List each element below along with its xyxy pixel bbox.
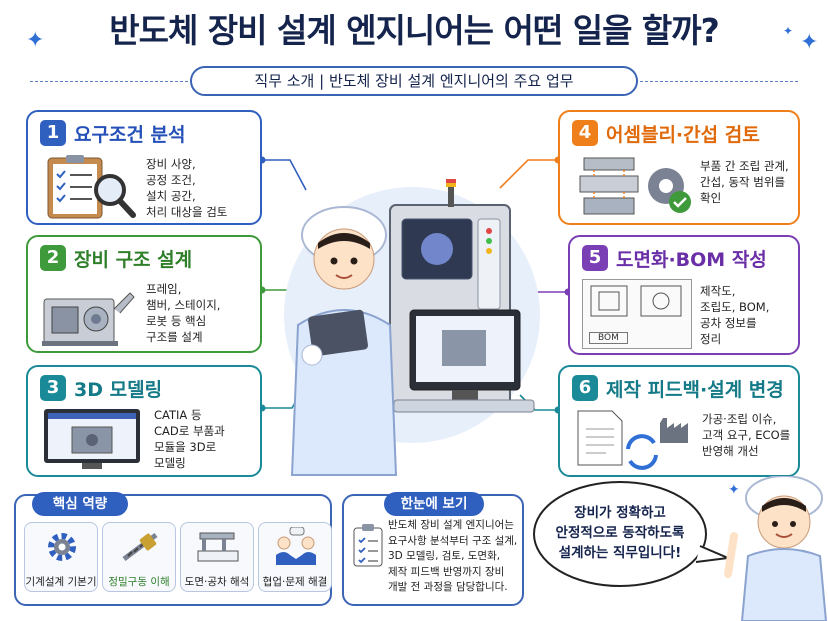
competency-item: 정밀구동 이해 <box>102 522 176 592</box>
gear-icon <box>48 533 76 561</box>
task-description: 가공·조립 이슈, 고객 요구, ECO를 반영해 개선 <box>702 412 791 458</box>
exploded-assembly-gear-check-icon <box>579 157 691 215</box>
task-description: 부품 간 조립 관계, 간섭, 동작 범위를 확인 <box>700 159 789 205</box>
task-description: 제작도, 조립도, BOM, 공차 정보를 정리 <box>700 284 770 346</box>
task-title: 장비 구조 설계 <box>74 248 193 271</box>
task-card-drawing-bom: 5 도면화·BOM 작성 BOM 제작도, 조립도, BOM, 공차 정보를 정… <box>568 235 800 355</box>
sparkle-icon: ✦ <box>783 24 794 38</box>
task-heading: 4 어셈블리·간섭 검토 <box>572 118 760 148</box>
at-a-glance-text: 반도체 장비 설계 엔지니어는 요구사항 분석부터 구조 설계, 3D 모델링,… <box>388 519 518 593</box>
competency-label: 도면·공차 해석 <box>184 576 250 588</box>
task-title: 요구조건 분석 <box>74 123 186 146</box>
at-a-glance-box: 한눈에 보기 반도체 장비 설계 엔지니어는 요구사항 분석부터 구조 설계, … <box>342 492 524 606</box>
task-description: 장비 사양, 공정 조건, 설치 공간, 처리 대상을 검토 <box>146 157 228 219</box>
ball-screw-icon <box>122 533 158 561</box>
task-number-badge: 6 <box>572 375 598 401</box>
task-card-3d-modeling: 3 3D 모델링 CATIA 등 CAD로 부품과 모듈을 3D로 모델링 <box>26 365 262 477</box>
competency-item: 협업·문제 해결 <box>258 522 332 592</box>
task-title: 도면화·BOM 작성 <box>616 248 767 271</box>
caliper-icon <box>197 532 239 562</box>
task-heading: 6 제작 피드백·설계 변경 <box>572 373 784 403</box>
task-card-structure-design: 2 장비 구조 설계 프레임, 챔버, 스테이지, 로봇 등 핵심 구조를 설계 <box>26 235 262 353</box>
engineer-with-equipment-illustration <box>284 179 540 476</box>
bom-table-label: BOM <box>589 332 628 344</box>
page-title: 반도체 장비 설계 엔지니어는 어떤 일을 할까? <box>109 11 720 50</box>
speech-bubble-text: 장비가 정확하고 안정적으로 동작하도록 설계하는 직무입니다! <box>555 505 685 561</box>
competency-label: 협업·문제 해결 <box>262 576 328 588</box>
task-description: 프레임, 챔버, 스테이지, 로봇 등 핵심 구조를 설계 <box>146 282 221 344</box>
sparkle-icon: ✦ <box>728 482 740 498</box>
task-heading: 2 장비 구조 설계 <box>40 243 192 273</box>
task-title: 3D 모델링 <box>74 378 163 401</box>
core-competencies-label: 핵심 역량 <box>32 492 128 516</box>
competency-item: 기계설계 기본기 <box>24 522 98 592</box>
sparkle-icon: ✦ <box>26 28 45 53</box>
task-heading: 3 3D 모델링 <box>40 373 162 403</box>
technical-drawing-icon: BOM <box>582 279 692 349</box>
at-a-glance-label: 한눈에 보기 <box>384 492 484 516</box>
competency-item: 도면·공차 해석 <box>180 522 254 592</box>
task-number-badge: 3 <box>40 375 66 401</box>
task-card-assembly-review: 4 어셈블리·간섭 검토 부품 간 조립 관계, 간섭, 동작 범위를 확인 <box>558 110 800 225</box>
task-heading: 1 요구조건 분석 <box>40 118 186 148</box>
drawing-lines <box>590 285 682 317</box>
competency-label: 기계설계 기본기 <box>25 576 97 588</box>
handshake-icon <box>276 527 316 565</box>
task-title: 어셈블리·간섭 검토 <box>606 123 760 146</box>
page-subtitle: 직무 소개 | 반도체 장비 설계 엔지니어의 주요 업무 <box>190 66 638 96</box>
task-card-requirements: 1 요구조건 분석 장비 사양, 공정 조건, 설치 공간, 처리 대상을 검토 <box>26 110 262 225</box>
task-number-badge: 1 <box>40 120 66 146</box>
core-competencies-box: 핵심 역량 기계설계 기본기 정밀구동 이해 도면·공차 해석 <box>14 492 332 606</box>
task-card-feedback-change: 6 제작 피드백·설계 변경 가공·조립 이슈, 고객 요구, ECO를 반영해… <box>558 365 800 477</box>
task-heading: 5 도면화·BOM 작성 <box>582 243 767 273</box>
sparkle-icon: ✦ <box>800 30 819 55</box>
clipboard-magnifier-icon <box>47 155 136 219</box>
task-number-badge: 4 <box>572 120 598 146</box>
task-title: 제작 피드백·설계 변경 <box>606 378 784 401</box>
task-number-badge: 2 <box>40 245 66 271</box>
document-cycle-factory-icon <box>577 410 688 470</box>
task-description: CATIA 등 CAD로 부품과 모듈을 3D로 모델링 <box>154 408 225 470</box>
speech-bubble-with-engineer: ✦ <box>533 476 828 621</box>
cad-monitor-icon <box>44 409 140 469</box>
competency-label: 정밀구동 이해 <box>108 576 170 588</box>
checklist-icon <box>353 524 383 567</box>
task-number-badge: 5 <box>582 245 608 271</box>
equipment-frame-icon <box>42 292 135 346</box>
